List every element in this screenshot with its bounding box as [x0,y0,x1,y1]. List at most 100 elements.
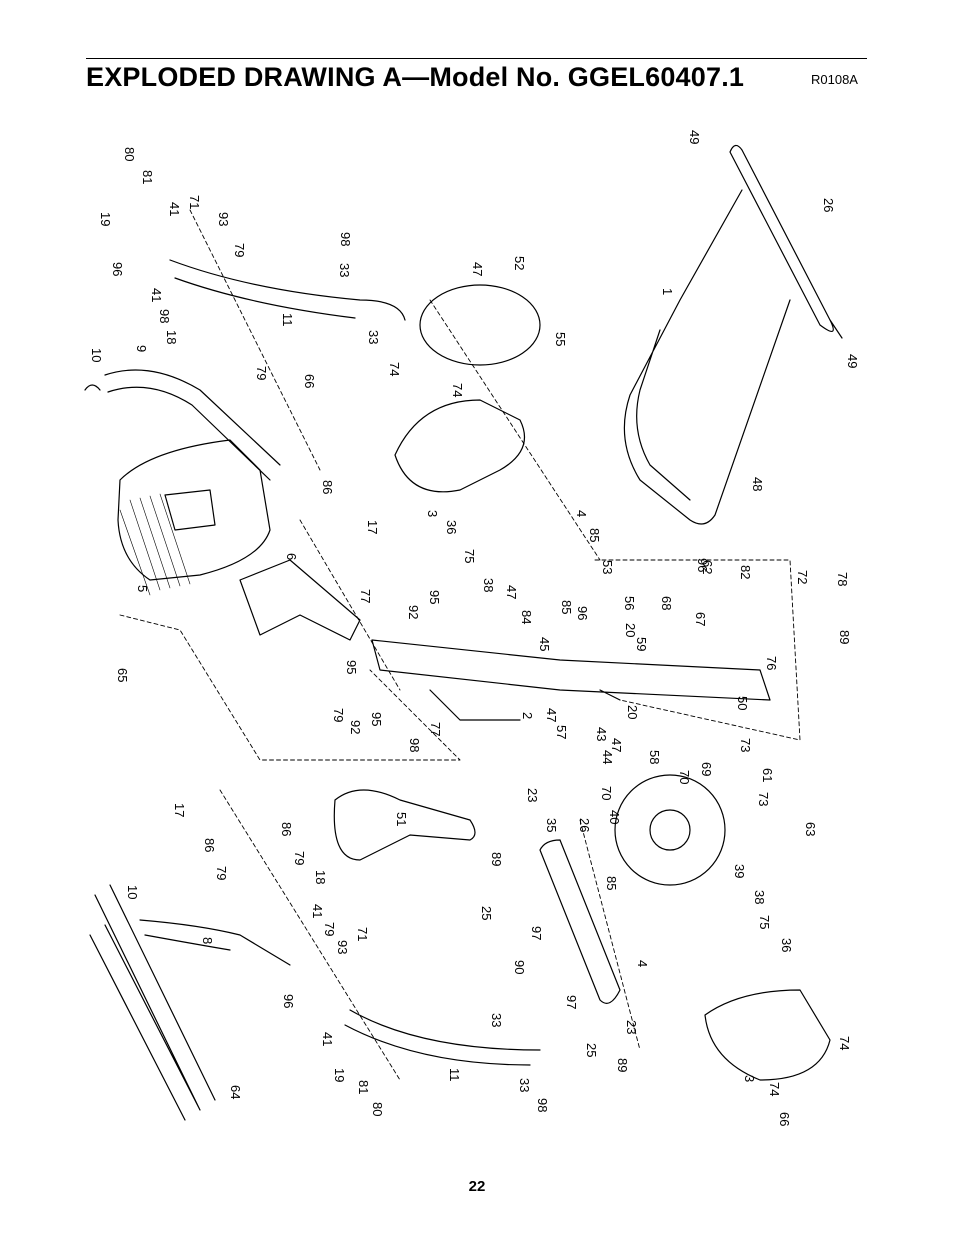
part-label: 71 [187,195,202,209]
part-label: 17 [172,803,187,817]
part-label: 92 [406,605,421,619]
part-label: 77 [428,722,443,736]
part-label: 96 [281,994,296,1008]
part-label: 98 [535,1098,550,1112]
part-label: 9 [134,345,149,352]
part-label: 59 [634,637,649,651]
console-grille [119,493,191,596]
part-label: 96 [695,558,710,572]
part-label: 64 [228,1085,243,1099]
part-labels: 1 2 3 3 4 4 5 6 8 9 10 10 11 11 17 17 18… [89,130,860,1126]
part-label: 8 [200,937,215,944]
part-label: 79 [292,851,307,865]
part-label: 18 [164,330,179,344]
part-label: 47 [544,708,559,722]
part-label: 25 [584,1043,599,1057]
part-label: 74 [837,1036,852,1050]
header-rule [86,58,867,59]
base-stabilizer [371,639,771,721]
part-label: 56 [622,596,637,610]
part-label: 74 [450,383,465,397]
part-label: 63 [803,822,818,836]
part-label: 90 [512,960,527,974]
part-label: 49 [845,354,860,368]
part-label: 95 [369,712,384,726]
part-label: 23 [525,788,540,802]
part-label: 10 [89,348,104,362]
part-label: 93 [335,940,350,954]
part-label: 66 [302,374,317,388]
part-label: 38 [752,890,767,904]
part-label: 33 [489,1013,504,1027]
part-label: 85 [559,600,574,614]
part-label: 33 [337,263,352,277]
part-label: 44 [600,750,615,764]
pulley [614,774,726,886]
part-label: 73 [756,792,771,806]
part-label: 11 [280,313,295,327]
part-label: 4 [574,510,589,517]
part-label: 52 [512,256,527,270]
part-label: 18 [313,870,328,884]
part-label: 92 [348,720,363,734]
part-label: 89 [489,852,504,866]
part-label: 19 [332,1068,347,1082]
part-label: 41 [167,202,182,216]
part-label: 47 [470,262,485,276]
part-label: 6 [284,553,299,560]
drawing-code: R0108A [811,72,858,87]
part-label: 67 [693,612,708,626]
part-label: 50 [735,696,750,710]
part-label: 79 [331,708,346,722]
part-label: 66 [777,1112,792,1126]
part-label: 61 [760,768,775,782]
part-label: 25 [479,906,494,920]
part-label: 17 [365,520,380,534]
part-label: 1 [660,288,675,295]
part-label: 98 [407,738,422,752]
part-label: 41 [310,904,325,918]
part-label: 84 [519,610,534,624]
part-label: 33 [517,1078,532,1092]
part-label: 36 [779,938,794,952]
part-label: 38 [481,578,496,592]
part-label: 81 [356,1080,371,1094]
part-label: 20 [623,623,638,637]
part-label: 75 [757,915,772,929]
part-label: 43 [594,727,609,741]
part-label: 2 [520,712,535,719]
part-label: 5 [135,585,150,592]
part-label: 35 [544,818,559,832]
part-label: 97 [529,926,544,940]
part-label: 19 [98,212,113,226]
part-label: 86 [279,822,294,836]
part-label: 89 [615,1058,630,1072]
part-label: 70 [599,786,614,800]
lower-arm-leg [344,1009,541,1066]
belt [333,789,476,861]
part-label: 77 [358,589,373,603]
part-label: 51 [394,812,409,826]
page-title: EXPLODED DRAWING A—Model No. GGEL60407.1 [86,62,745,92]
part-label: 79 [232,243,247,257]
frame-tube [623,144,843,525]
part-label: 10 [125,885,140,899]
part-label: 98 [338,232,353,246]
disk [419,284,541,366]
part-label: 39 [732,864,747,878]
part-label: 3 [742,1075,757,1082]
part-label: 74 [387,362,402,376]
part-label: 86 [320,480,335,494]
part-label: 20 [625,705,640,719]
part-label: 40 [607,810,622,824]
part-label: 26 [821,198,836,212]
part-label: 98 [157,309,172,323]
flywheel-housing-bottom [704,989,831,1081]
part-label: 4 [635,960,650,967]
part-label: 95 [344,660,359,674]
part-label: 79 [254,366,269,380]
console-mast [239,559,361,641]
part-label: 47 [609,738,624,752]
part-label: 72 [795,570,810,584]
